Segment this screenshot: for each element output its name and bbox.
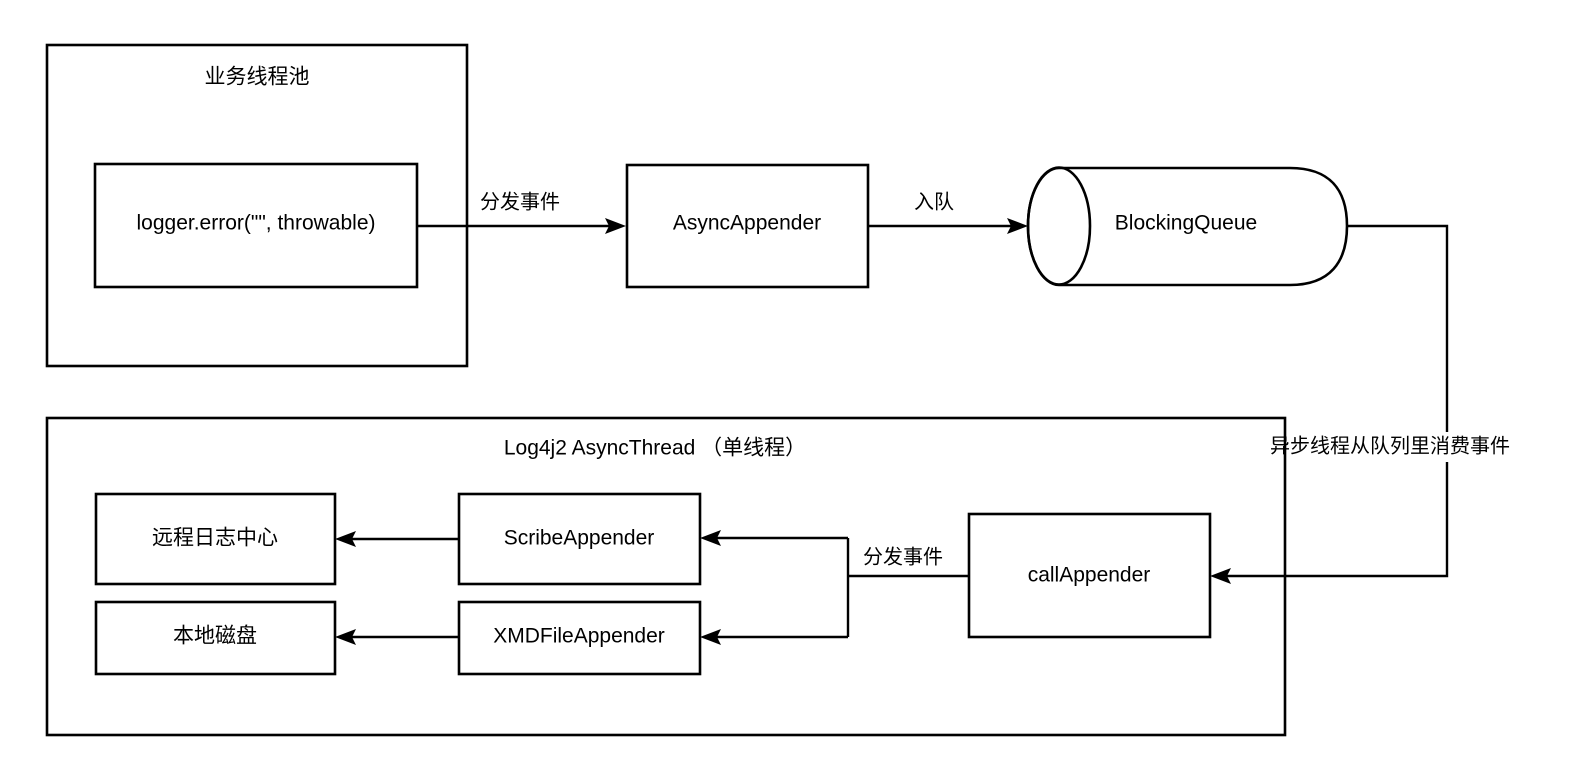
edge-dispatch-event-bottom-label: 分发事件 [863,545,943,568]
panel-business-thread-pool [45,43,469,368]
edge-dispatch-event-bottom-arrowhead-scribe [700,530,721,546]
edge-enqueue-label: 入队 [914,190,954,213]
node-blocking-queue-cap [1026,166,1092,286]
node-xmd-file-appender-label: XMDFileAppender [493,625,665,648]
node-logger-error-label: logger.error("", throwable) [136,212,375,235]
node-blocking-queue-label: BlockingQueue [1115,212,1257,235]
edge-xmd-to-disk-arrowhead [335,629,356,645]
edge-consume-from-queue-line [1227,224,1449,578]
node-remote-log-center-label: 远程日志中心 [152,527,278,550]
node-scribe-appender-label: ScribeAppender [504,527,655,550]
node-async-appender-label: AsyncAppender [673,212,821,235]
node-local-disk-label: 本地磁盘 [173,625,257,648]
edge-dispatch-event-top-label: 分发事件 [480,190,560,213]
node-logger-error[interactable] [93,162,419,289]
edge-dispatch-event-bottom-label-bg [852,545,964,571]
edge-scribe-to-remote-arrowhead [335,531,356,547]
node-blocking-queue[interactable] [1026,166,1349,287]
node-local-disk[interactable] [94,600,337,676]
panel-async-thread [45,416,1287,737]
edge-dispatch-event-bottom-line [717,536,969,639]
edge-enqueue-arrowhead [1007,218,1028,234]
edge-dispatch-event-top-arrowhead [605,218,626,234]
node-call-appender-label: callAppender [1028,564,1151,587]
edge-consume-from-queue-arrowhead [1210,568,1231,584]
node-scribe-appender[interactable] [457,492,702,586]
node-xmd-file-appender[interactable] [457,600,702,676]
node-remote-log-center[interactable] [94,492,337,586]
panel-business-thread-pool-label: 业务线程池 [205,66,310,89]
edge-consume-from-queue-label: 异步线程从队列里消费事件 [1270,434,1510,457]
edge-dispatch-event-bottom-arrowhead-xmd [700,629,721,645]
edge-consume-from-queue-label-bg [1268,432,1590,462]
panel-async-thread-label: Log4j2 AsyncThread （单线程） [504,437,806,460]
